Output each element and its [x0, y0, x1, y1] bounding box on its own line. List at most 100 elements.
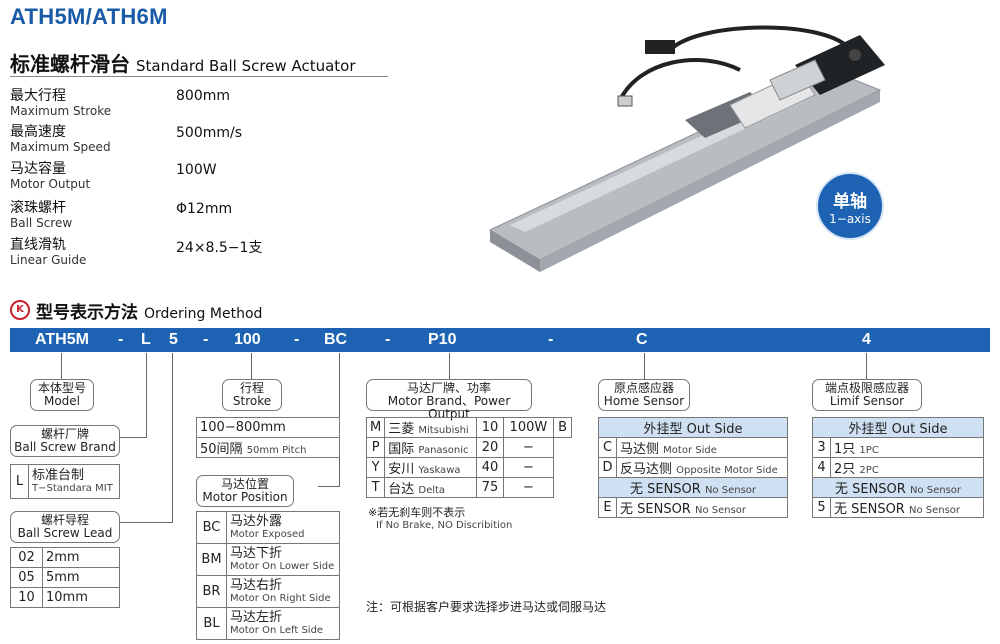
cell-cn: 标准台制 — [32, 467, 85, 483]
cell-en: 50mm Pitch — [246, 445, 307, 456]
table-cell: 台达 Delta — [384, 477, 478, 498]
spec-en: Maximum Speed — [10, 140, 111, 154]
connector-line — [644, 353, 645, 379]
cell-cn: 马达外露 — [230, 513, 283, 529]
spec-cn: 滚珠螺杆 — [10, 200, 66, 216]
code-lead: 5 — [169, 331, 178, 348]
label-cn: 螺杆导程 — [40, 513, 89, 527]
header-cn: 外挂型 — [643, 422, 683, 437]
connector-line — [866, 353, 867, 379]
table-cell: 5 — [812, 497, 831, 518]
label-en: Stroke — [232, 394, 272, 408]
cell-en: No Sensor — [909, 485, 962, 496]
header-en: Out Side — [686, 422, 743, 437]
ordering-title-en: Ordering Method — [144, 306, 263, 322]
code-sep: - — [203, 331, 209, 348]
table-cell: 三菱 Mitsubishi — [384, 417, 478, 438]
label-en: Ball Screw Lead — [17, 526, 113, 540]
table-cell: BM — [196, 543, 227, 576]
connector-line — [449, 353, 450, 379]
table-cell: 75 — [476, 477, 504, 498]
table-cell: 20 — [476, 437, 504, 458]
label-cn: 马达位置 — [220, 477, 269, 491]
table-cell: 1只 1PC — [830, 437, 984, 458]
cell-en: 1PC — [859, 445, 879, 456]
stroke-table: 100−800mm 50间隔 50mm Pitch — [196, 417, 340, 458]
table-row: 无 SENSOR No Sensor — [598, 477, 788, 498]
cell-cn: 马达左折 — [230, 609, 283, 625]
subtitle-underline — [10, 76, 388, 77]
header-en: Out Side — [891, 422, 948, 437]
connector-line — [251, 353, 252, 379]
table-cell: 10 — [476, 417, 504, 438]
cell-cn: 马达侧 — [620, 442, 660, 457]
table-cell: 5mm — [42, 567, 120, 588]
table-cell: 无 SENSOR No Sensor — [616, 497, 788, 518]
cell-en: No Sensor — [704, 485, 757, 496]
spec-value: 24×8.5−1支 — [176, 240, 263, 256]
spec-item: 最大行程 Maximum Stroke — [10, 88, 111, 118]
cell-en: Motor On Left Side — [230, 624, 324, 636]
table-row: 50间隔 50mm Pitch — [196, 437, 340, 458]
table-cell: BR — [196, 575, 227, 608]
table-row: 100−800mm — [196, 417, 340, 438]
cell-en: Motor On Right Side — [230, 592, 331, 604]
spec-item: 马达容量 Motor Output — [10, 161, 90, 191]
spec-en: Ball Screw — [10, 216, 73, 230]
cell-en: Delta — [418, 485, 446, 496]
table-cell: B — [553, 417, 572, 438]
page-title: ATH5M/ATH6M — [10, 4, 168, 29]
table-cell: Y — [365, 457, 386, 478]
cell-en: Motor Exposed — [230, 528, 305, 540]
table-cell: T — [365, 477, 386, 498]
connector-line — [61, 353, 62, 379]
code-limit-sensor: 4 — [862, 331, 871, 348]
label-cn: 行程 — [239, 381, 264, 395]
table-row: 外挂型 Out Side — [598, 417, 788, 438]
cell-en: Motor On Lower Side — [230, 560, 335, 572]
code-model: ATH5M — [35, 331, 89, 348]
connector-line — [318, 486, 340, 487]
cell-en: Yaskawa — [418, 465, 461, 476]
table-cell: P — [365, 437, 386, 458]
cell-en: No Sensor — [908, 505, 961, 516]
spec-cn: 最高速度 — [10, 124, 66, 140]
table-cell: − — [502, 477, 555, 498]
label-en: Motor Position — [202, 490, 288, 504]
cell-cn: 三菱 — [388, 422, 415, 437]
table-cell: M — [365, 417, 386, 438]
spec-cn: 直线滑轨 — [10, 237, 66, 253]
badge-cn: 单轴 — [833, 192, 867, 212]
connector-line — [172, 353, 173, 523]
cell-cn: 国际 — [388, 442, 415, 457]
code-motor: P10 — [428, 331, 457, 348]
table-cell: L — [10, 464, 29, 499]
code-sep: - — [118, 331, 124, 348]
brake-note-en: If No Brake, NO Discribition — [376, 520, 513, 531]
table-cell: 国际 Panasonic — [384, 437, 478, 458]
brand-logo-icon: K — [10, 300, 30, 320]
header-cn: 外挂型 — [848, 422, 888, 437]
label-cn: 原点感应器 — [613, 381, 674, 395]
table-cell: BL — [196, 607, 227, 640]
